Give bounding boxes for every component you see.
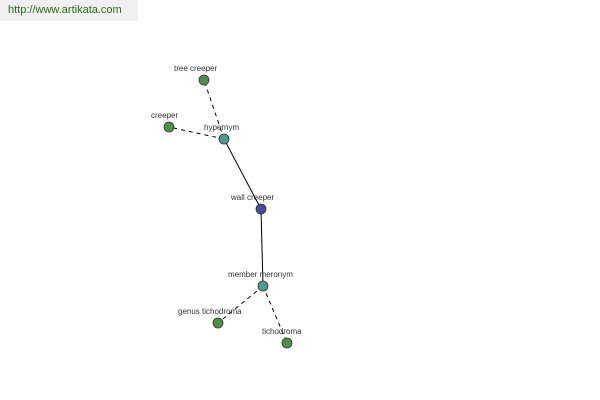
node-wall-creeper[interactable] xyxy=(255,203,267,215)
node-hypernym[interactable] xyxy=(218,133,230,145)
edge-wall-creeper-hypernym xyxy=(223,138,262,210)
label-genus-tichodroma[interactable]: genus tichodroma xyxy=(178,307,242,316)
edge-member-meronym-tichodroma xyxy=(262,285,288,344)
label-hypernym[interactable]: hypernym xyxy=(204,123,239,132)
node-tichodroma[interactable] xyxy=(281,337,293,349)
site-url[interactable]: http://www.artikata.com xyxy=(0,0,138,21)
node-genus-tichodroma[interactable] xyxy=(212,317,224,329)
label-wall-creeper[interactable]: wall creeper xyxy=(230,193,274,202)
label-creeper[interactable]: creeper xyxy=(151,111,178,120)
edge-hypernym-tree-creeper xyxy=(203,79,225,140)
label-tree-creeper[interactable]: tree creeper xyxy=(174,64,217,73)
node-creeper[interactable] xyxy=(163,121,175,133)
node-member-meronym[interactable] xyxy=(257,280,269,292)
edge-member-meronym-genus-tichodroma xyxy=(217,285,264,324)
node-tree-creeper[interactable] xyxy=(198,74,210,86)
nodes-layer xyxy=(163,74,293,349)
label-tichodroma[interactable]: tichodroma xyxy=(262,327,302,336)
labels-layer: wall creeper hypernym member meronym tree c… xyxy=(151,64,302,336)
label-member-meronym[interactable]: member meronym xyxy=(228,270,293,279)
edge-wall-creeper-member-meronym xyxy=(260,208,264,287)
edge-hypernym-creeper xyxy=(168,126,225,140)
edges-layer xyxy=(168,79,288,344)
